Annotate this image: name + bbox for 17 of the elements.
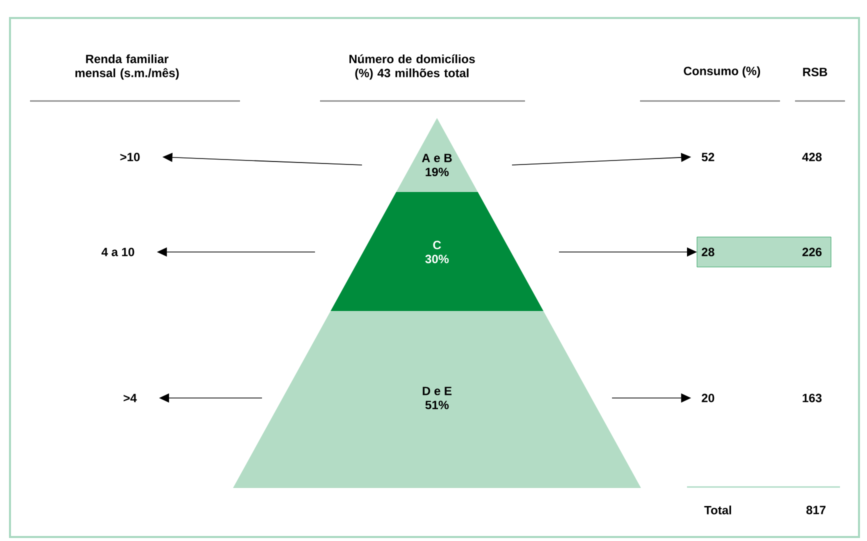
total-label: Total: [704, 506, 732, 514]
highlight-row: 28 226: [696, 236, 832, 268]
column-header: Renda familiar mensal (s.m./mês): [75, 54, 179, 80]
waste-value: 428: [802, 152, 822, 162]
pyramid-tier: D e E 51%: [233, 311, 641, 488]
total-value: 817: [806, 506, 826, 514]
income-value: 4 a 10: [102, 248, 134, 256]
income-value: >4: [124, 394, 137, 402]
waste-value: 163: [802, 394, 822, 402]
column-header: RSB: [803, 68, 828, 76]
column-header: Consumo (%): [684, 66, 760, 78]
column-header: Número de domicílios (%) 43 milhões total: [349, 54, 475, 80]
income-value: >10: [120, 152, 140, 162]
pyramid-tier: C 30%: [330, 192, 544, 311]
consumption-value: 20: [702, 394, 714, 402]
pyramid-tier: A e B 19%: [396, 118, 478, 192]
consumption-value: 52: [702, 152, 714, 162]
